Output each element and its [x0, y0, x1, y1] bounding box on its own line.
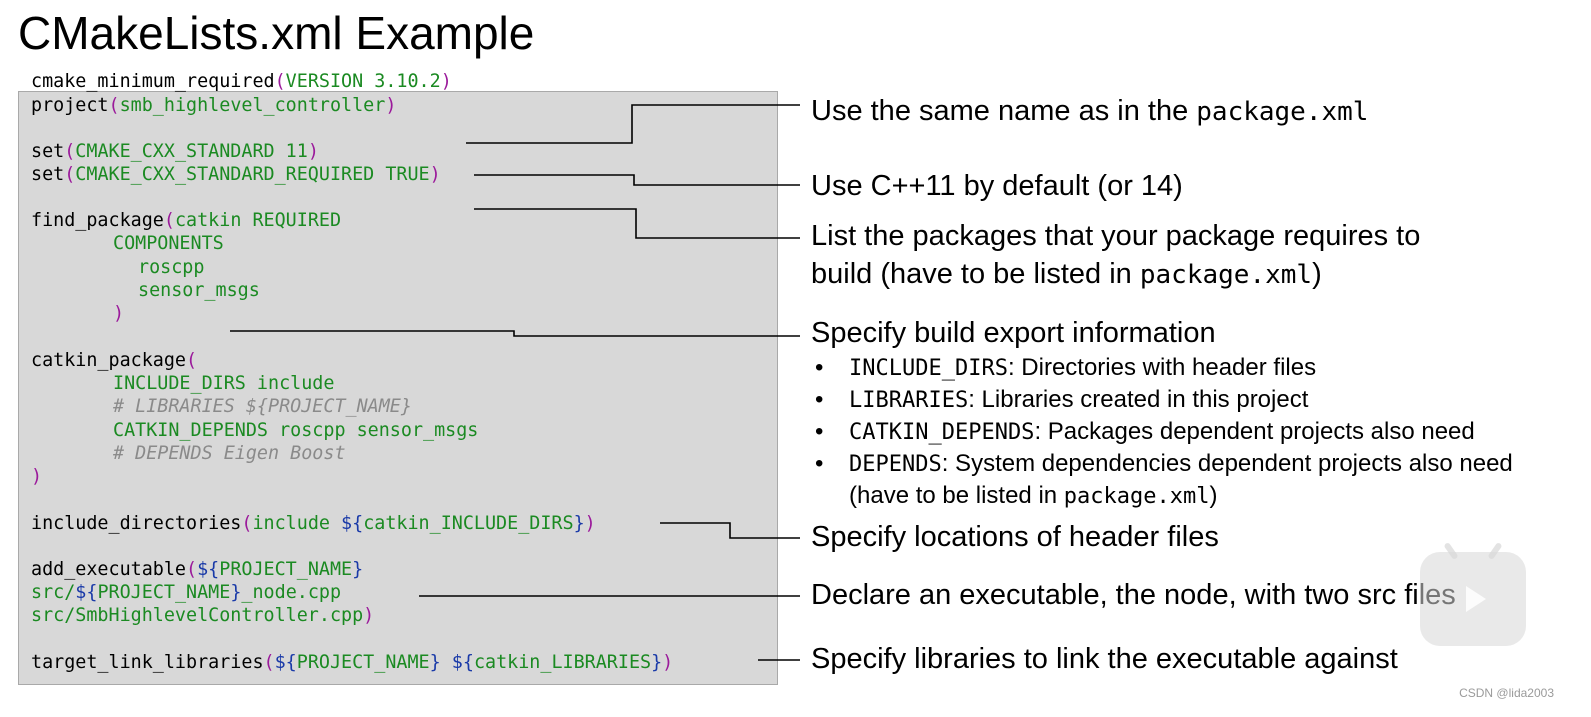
note-include-directories: Specify locations of header files: [811, 521, 1219, 553]
code-line-catkin-package-close: ): [31, 466, 43, 487]
connector-cxx: [474, 174, 800, 186]
code-line-include-directories: include_directories(include ${catkin_INC…: [31, 513, 596, 534]
code-line-set-standard: set(CMAKE_CXX_STANDARD 11): [31, 141, 319, 162]
code-line-set-standard-required: set(CMAKE_CXX_STANDARD_REQUIRED TRUE): [31, 164, 441, 185]
code-line-depends-comment: # DEPENDS Eigen Boost: [113, 443, 346, 464]
bullet-catkin-depends: CATKIN_DEPENDS: Packages dependent proje…: [812, 416, 1513, 448]
code-line-controller-source: src/SmbHighlevelController.cpp): [31, 605, 375, 626]
code-line-find-package: find_package(catkin REQUIRED: [31, 210, 342, 231]
connector-export: [230, 330, 800, 337]
note-required-packages-line2: build (have to be listed in package.xml): [811, 258, 1322, 290]
video-play-button[interactable]: [1420, 541, 1526, 646]
note-required-packages-line1: List the packages that your package requ…: [811, 220, 1421, 252]
note-cxx-standard: Use C++11 by default (or 14): [811, 170, 1183, 202]
watermark: CSDN @lida2003: [1459, 686, 1554, 700]
code-line-cmake-minimum-required: cmake_minimum_required(VERSION 3.10.2): [31, 71, 452, 92]
code-line-catkin-depends: CATKIN_DEPENDS roscpp sensor_msgs: [113, 420, 479, 441]
note-executable: Declare an executable, the node, with tw…: [811, 579, 1456, 611]
bullet-depends-continuation: (have to be listed in package.xml): [849, 482, 1218, 509]
connector-project: [466, 104, 800, 144]
connector-packages: [474, 208, 800, 239]
code-line-find-package-close: ): [113, 303, 125, 324]
code-line-components: COMPONENTS: [113, 233, 224, 254]
bullet-depends: DEPENDS: System dependencies dependent p…: [812, 448, 1513, 480]
play-icon: [1466, 586, 1486, 612]
bullet-include-dirs: INCLUDE_DIRS: Directories with header fi…: [812, 352, 1513, 384]
slide-title: CMakeLists.xml Example: [18, 7, 535, 59]
code-line-sensor-msgs: sensor_msgs: [138, 280, 260, 301]
code-line-target-link-libraries: target_link_libraries(${PROJECT_NAME} ${…: [31, 652, 674, 673]
code-line-add-executable: add_executable(${PROJECT_NAME}: [31, 559, 364, 580]
connector-include-dirs: [660, 522, 800, 539]
code-line-project: project(smb_highlevel_controller): [31, 95, 397, 116]
note-export-heading: Specify build export information: [811, 317, 1216, 349]
code-line-include-dirs: INCLUDE_DIRS include: [113, 373, 335, 394]
note-project-name: Use the same name as in the package.xml: [811, 95, 1369, 127]
code-line-libraries-comment: # LIBRARIES ${PROJECT_NAME}: [113, 396, 412, 417]
note-link-libraries: Specify libraries to link the executable…: [811, 643, 1398, 675]
code-line-node-source: src/${PROJECT_NAME}_node.cpp: [31, 582, 342, 603]
code-line-catkin-package: catkin_package(: [31, 350, 198, 371]
code-line-roscpp: roscpp: [138, 257, 205, 278]
bullet-libraries: LIBRARIES: Libraries created in this pro…: [812, 384, 1513, 416]
code-panel: [18, 91, 778, 685]
export-bullet-list: INCLUDE_DIRS: Directories with header fi…: [812, 352, 1513, 512]
